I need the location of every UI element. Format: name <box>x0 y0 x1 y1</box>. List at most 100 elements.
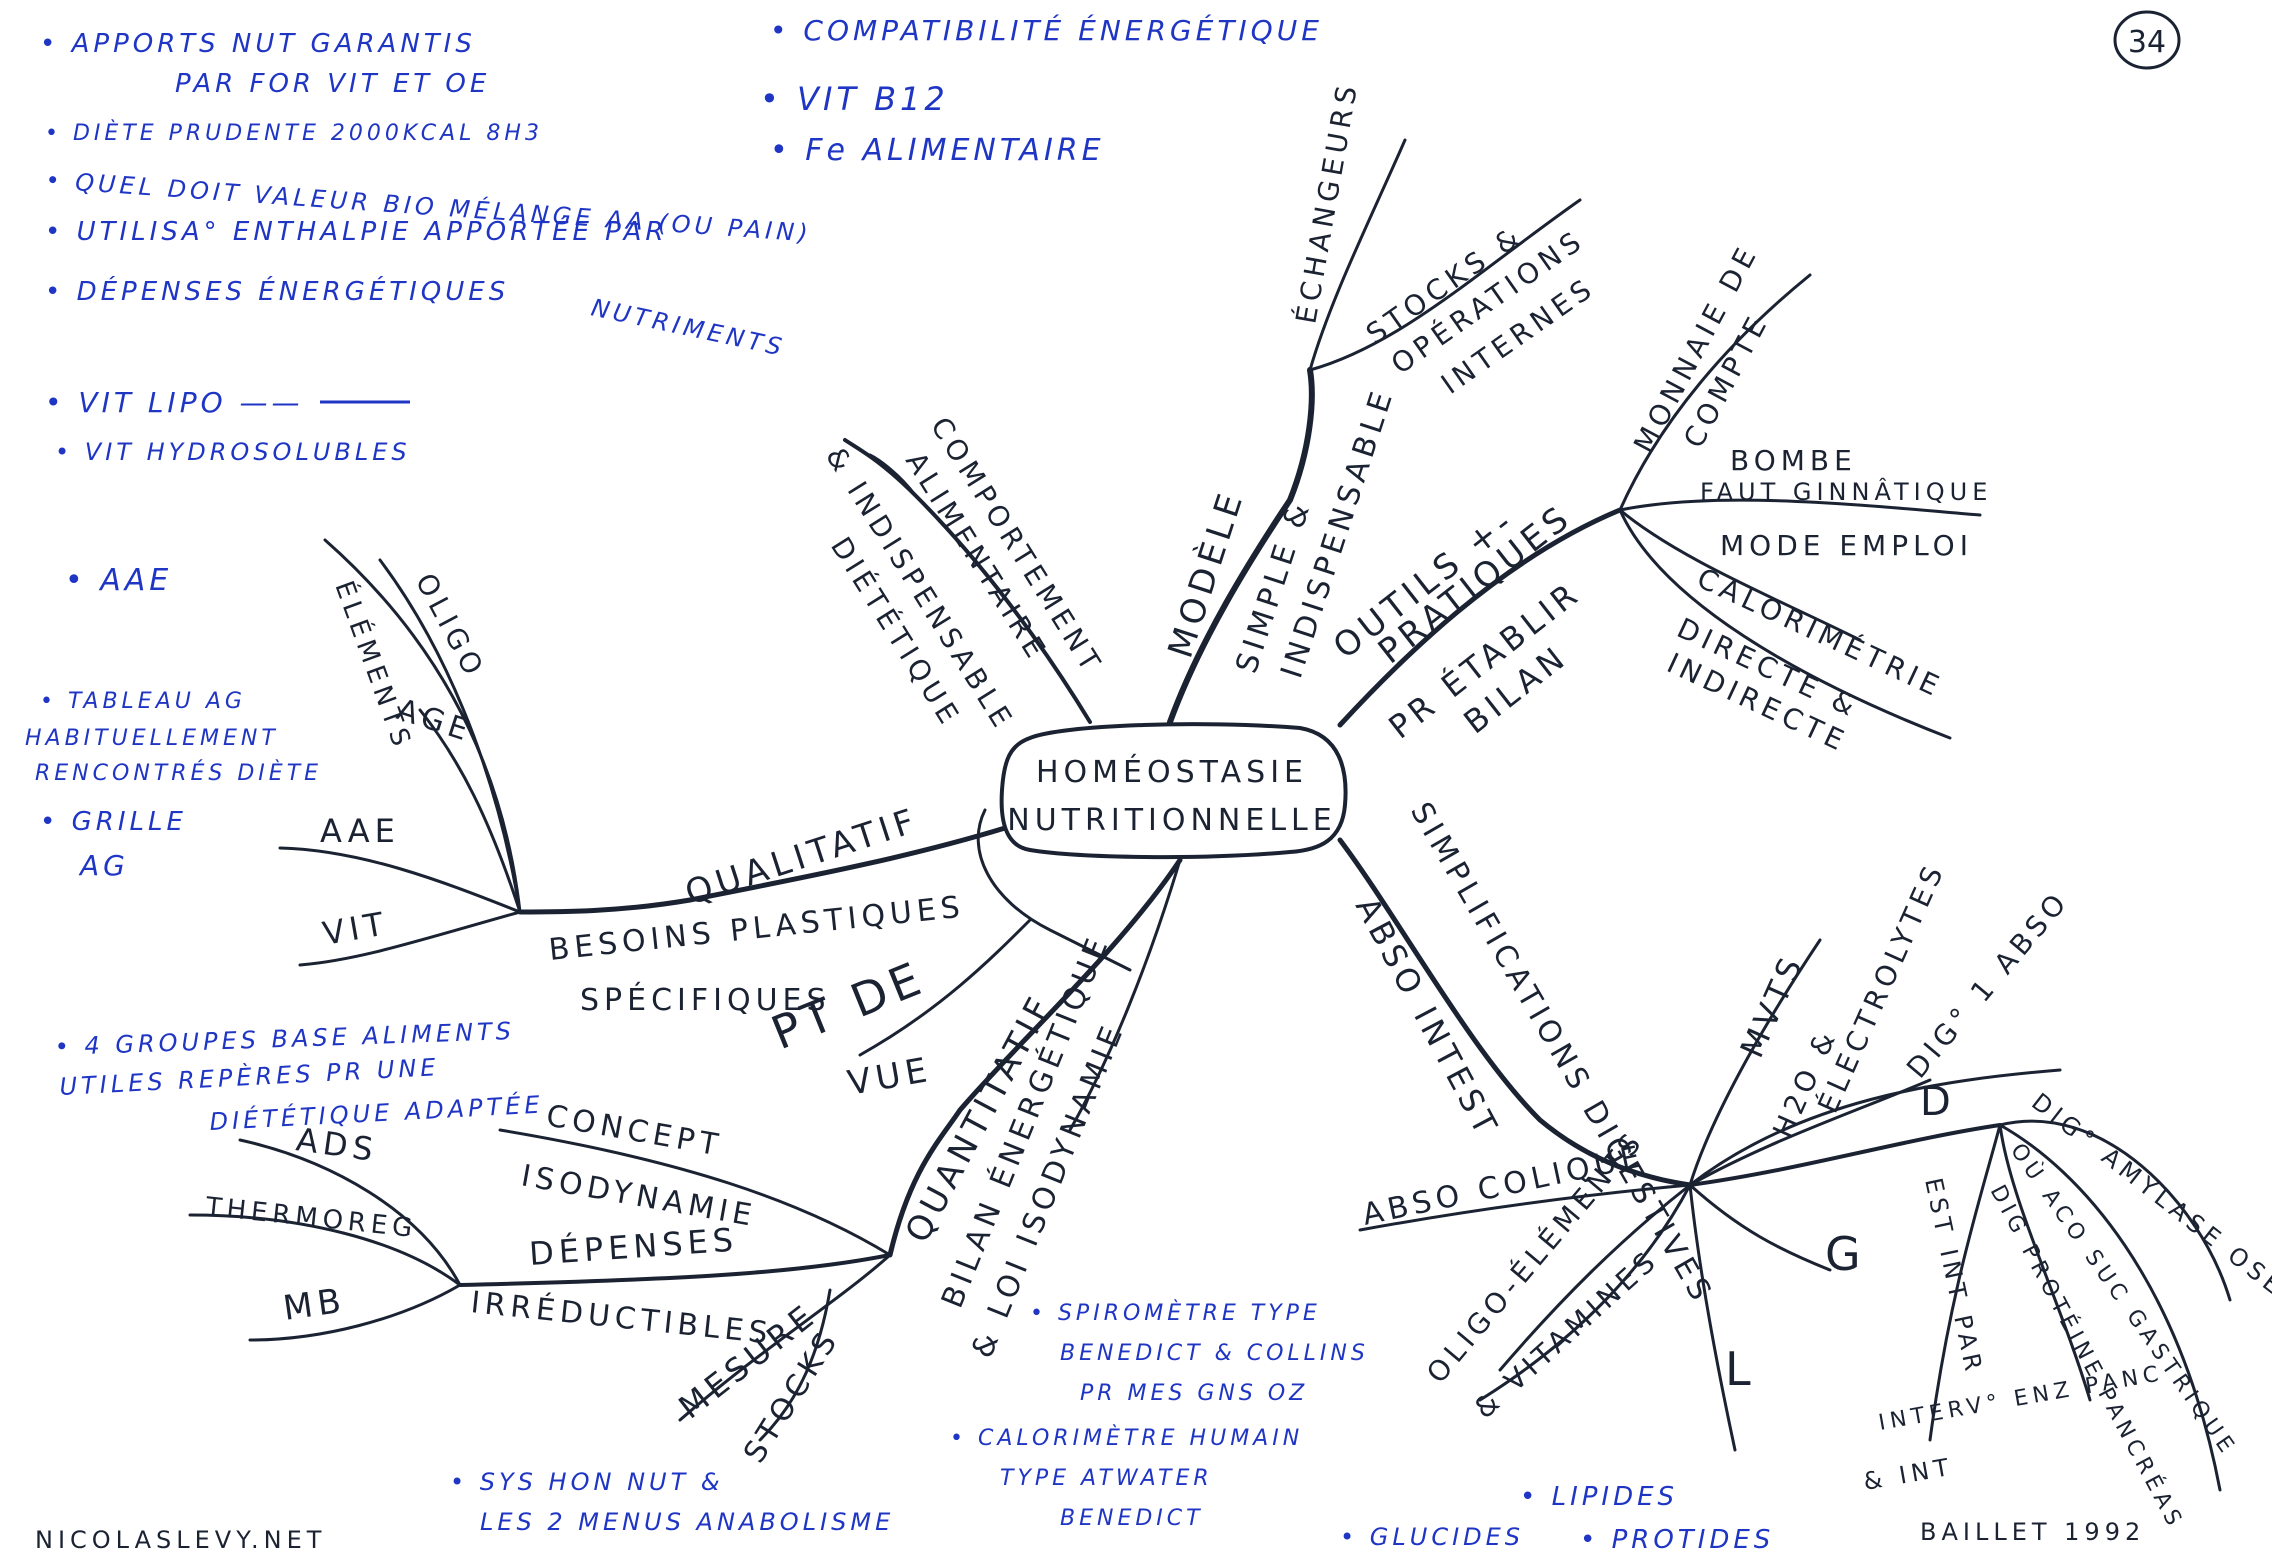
note-tl-4: • UTILISA° ENTHALPIE APPORTÉE PAR <box>45 215 667 247</box>
modele-child-echangeurs: ÉCHANGEURS <box>1288 79 1364 327</box>
quantitatif-depenses: DÉPENSES <box>528 1220 739 1272</box>
branch-simplifications-line <box>1337 837 1693 1188</box>
footer-credit: BAILLET 1992 <box>1920 1518 2145 1546</box>
branch-qualitatif-line <box>517 825 1008 915</box>
footer: NICOLASLEVY.NET BAILLET 1992 <box>35 1518 2145 1554</box>
note-lm-4: AG <box>78 849 129 882</box>
note-lm-2: RENCONTRÉS DIÈTE <box>35 760 322 786</box>
qualitatif-besoins2: SPÉCIFIQUES <box>580 982 831 1018</box>
center-line1: HOMÉOSTASIE <box>1036 754 1308 790</box>
branch-quantitatif-bilan <box>1068 858 1182 1132</box>
note-tc-0: • COMPATIBILITÉ ÉNERGÉTIQUE <box>770 13 1323 47</box>
branch-ptdevue-line <box>976 808 1132 972</box>
note-bc-3: • CALORIMÈTRE HUMAIN <box>950 1425 1303 1451</box>
note-lm-0: • TABLEAU AG <box>40 689 246 714</box>
branch-comportement-line <box>843 438 1092 724</box>
dig-int: & INT <box>1861 1453 1956 1496</box>
ptdevue-line2: VUE <box>845 1050 935 1104</box>
note-br-0: • GLUCIDES <box>1340 1523 1524 1551</box>
qualitatif-child-oligo: OLIGO <box>409 568 492 685</box>
branch-quantitatif-mb <box>248 1283 462 1342</box>
qualitatif-child-aae: AAE <box>320 812 400 850</box>
qualitatif-child-vit: VIT <box>320 904 391 953</box>
branch-simplifications-main-right <box>1688 1123 2002 1187</box>
center-node: HOMÉOSTASIE NUTRITIONNELLE <box>999 722 1348 860</box>
note-lg-1: UTILES REPÈRES PR UNE <box>59 1052 440 1101</box>
branch-ptdevue: PT DE VUE <box>764 950 935 1104</box>
branch-modele-line <box>1167 367 1315 725</box>
branch-dig-amylase <box>1998 1119 2232 1302</box>
branch-qualitatif-elements <box>378 558 522 914</box>
simplifications-child-l: L <box>1725 1342 1756 1396</box>
note-lm-3: • GRILLE <box>40 807 187 837</box>
branch-dig-far <box>1998 1123 2222 1492</box>
branch-dig-proteine <box>1998 1123 2092 1402</box>
note-bl-0: • SYS HON NUT & <box>450 1468 724 1496</box>
branch-quantitatif-ads <box>238 1138 462 1287</box>
branch-ptdevue-line-2 <box>858 918 1032 1057</box>
note-tl-8: • VIT HYDROSOLUBLES <box>55 438 411 466</box>
branch-modele-echangeurs <box>1308 138 1407 372</box>
branch-dig-int <box>1928 1123 2002 1442</box>
simplifications-child-mvts: MVTS <box>1733 948 1812 1063</box>
branch-outils-monnaie <box>1618 273 1812 512</box>
note-tl-0: • APPORTS NUT GARANTIS <box>40 29 476 59</box>
notes-top-center: • COMPATIBILITÉ ÉNERGÉTIQUE • VIT B12 • … <box>760 13 1323 168</box>
note-bc-5: BENEDICT <box>1060 1506 1204 1531</box>
branch-simplifications-g <box>1688 1183 1832 1272</box>
branch-quantitatif: QUANTITATIF BILAN ÉNERGÉTIQUE & LOI ISOD… <box>203 929 1131 1469</box>
branch-lines <box>188 138 2232 1492</box>
branch-outils-line <box>1337 507 1623 728</box>
note-tl-2: • DIÈTE PRUDENTE 2000KCAL 8H3 <box>45 120 543 146</box>
note-bc-1: BENEDICT & COLLINS <box>1060 1341 1369 1366</box>
note-bl-1: LES 2 MENUS ANABOLISME <box>480 1508 894 1536</box>
note-br-2: • PROTIDES <box>1580 1525 1774 1555</box>
note-bc-0: • SPIROMÈTRE TYPE <box>1030 1300 1321 1326</box>
notes-top-left: • APPORTS NUT GARANTIS PAR FOR VIT ET OE… <box>40 29 813 598</box>
footer-site: NICOLASLEVY.NET <box>35 1526 326 1554</box>
branch-modele-stocks <box>1308 198 1582 372</box>
note-bc-4: TYPE ATWATER <box>1000 1466 1213 1491</box>
simplifications-child-vitamines: & VITAMINES <box>1468 1243 1666 1425</box>
branch-comportement-line-2 <box>868 453 917 497</box>
note-tc-2: • Fe ALIMENTAIRE <box>770 133 1105 168</box>
note-tl-9: • AAE <box>65 563 172 598</box>
branch-quantitatif-mesure <box>678 1253 892 1422</box>
quantitatif-child-mb: MB <box>281 1281 349 1329</box>
outils-child-mode: MODE EMPLOI <box>1720 529 1973 562</box>
branch-outils-mode <box>1618 508 1862 642</box>
branch-simplifications-mvts <box>1688 938 1822 1187</box>
branch-quantitatif-stocks <box>758 1288 832 1442</box>
note-tl-1: PAR FOR VIT ET OE <box>175 69 490 99</box>
quantitatif-irreductibles: IRRÉDUCTIBLES <box>469 1284 774 1351</box>
notes-bottom-center: • SPIROMÈTRE TYPE BENEDICT & COLLINS PR … <box>950 1300 1369 1531</box>
branch-simplifications-digabso <box>1688 1068 2062 1187</box>
note-tl-7: • VIT LIPO —— <box>45 386 304 419</box>
branch-qualitatif-aae <box>278 846 522 914</box>
outils-child-bombe: BOMBE <box>1730 444 1857 477</box>
note-bc-2: PR MES GNS OZ <box>1080 1381 1308 1406</box>
branch-qualitatif-age <box>418 708 522 914</box>
center-line2: NUTRITIONNELLE <box>1007 803 1336 838</box>
branch-quantitatif-concept <box>498 1128 892 1257</box>
note-tl-6: NUTRIMENTS <box>589 293 788 361</box>
branch-quantitatif-line <box>887 857 1183 1258</box>
branch-simplifications-bottom <box>1688 1183 1737 1452</box>
note-lg-2: DIÉTÉTIQUE ADAPTÉE <box>209 1090 544 1136</box>
branch-quantitatif-main <box>458 1253 892 1287</box>
simplifications-child-g: G <box>1825 1227 1866 1281</box>
branch-qualitatif-oligo <box>323 538 522 914</box>
note-lg-0: • 4 GROUPES BASE ALIMENTS <box>54 1017 515 1061</box>
quantitatif-concept1: CONCEPT <box>544 1098 726 1163</box>
note-tc-1: • VIT B12 <box>760 80 949 118</box>
branch-quantitatif-thermoreg <box>188 1213 462 1287</box>
notes-bottom-left: • SYS HON NUT & LES 2 MENUS ANABOLISME <box>450 1468 894 1536</box>
notes-left-groups: • 4 GROUPES BASE ALIMENTS UTILES REPÈRES… <box>54 1017 544 1136</box>
branch-outils-bombe <box>1618 498 1982 517</box>
notes-bottom-right: • GLUCIDES • LIPIDES • PROTIDES <box>1340 1482 1774 1555</box>
svg-text:34: 34 <box>2128 25 2166 60</box>
branch-simplifications-oligo <box>1498 1183 1692 1372</box>
branch-simplifications-vit <box>1478 1183 1692 1402</box>
notes-left-mid: • TABLEAU AG HABITUELLEMENT RENCONTRÉS D… <box>25 689 322 882</box>
